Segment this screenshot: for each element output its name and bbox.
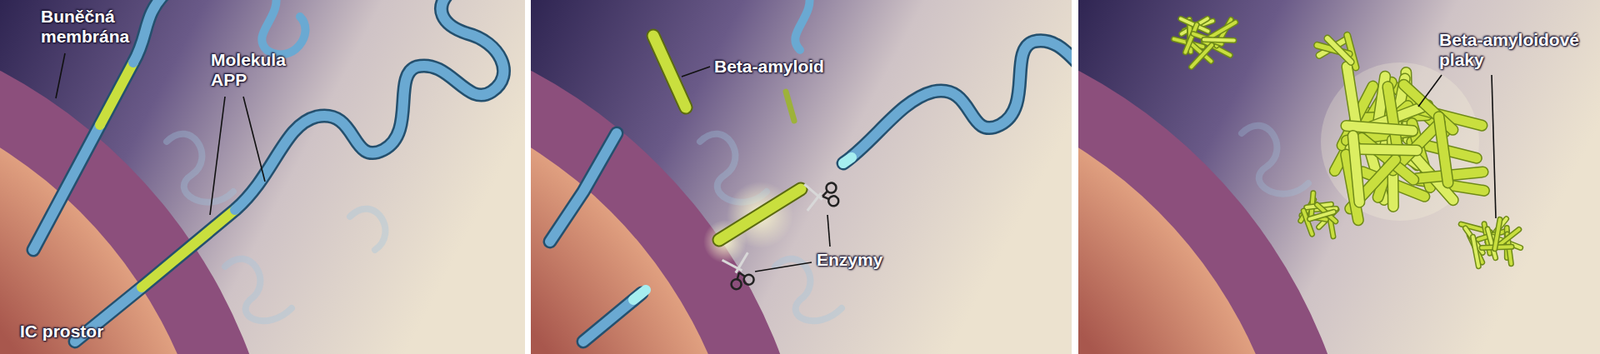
illustration-part — [1327, 38, 1351, 62]
illustration-part — [1353, 135, 1360, 203]
illustration-part — [843, 157, 852, 164]
callout-label: Enzymy — [816, 250, 883, 270]
illustration-part — [653, 35, 686, 108]
illustration-part — [550, 0, 1072, 342]
panel-plaques — [1078, 0, 1600, 354]
illustration-part — [843, 40, 1072, 164]
scissors-symbol — [722, 250, 759, 291]
illustration-part — [1320, 62, 1480, 221]
illustration-part — [1439, 116, 1449, 183]
illustration-part — [100, 62, 134, 125]
illustration-part — [795, 0, 810, 50]
illustration-part — [1327, 38, 1351, 62]
illustration-part — [719, 189, 801, 240]
illustration-part — [1303, 210, 1312, 235]
illustration-part — [210, 96, 225, 215]
callout-label: Molekula APP — [210, 50, 298, 90]
leader-line — [681, 66, 830, 272]
illustration-part — [1078, 8, 1362, 354]
scissors-symbol — [802, 179, 840, 211]
illustration-part — [141, 210, 235, 288]
callout-label: Beta-amyloidové plaky — [1439, 30, 1581, 70]
callout-label: Buněčná membrána — [40, 6, 135, 47]
callout-label: IC prostor — [20, 321, 104, 342]
illustration-part — [1310, 211, 1335, 220]
illustration-part — [243, 96, 265, 182]
panel-app — [0, 0, 525, 354]
illustration-part — [235, 0, 504, 210]
illustration-part — [1473, 236, 1480, 266]
illustration-part — [1353, 135, 1360, 203]
illustration-part — [827, 215, 830, 247]
illustration-part — [1191, 45, 1213, 67]
illustration-part — [1495, 219, 1500, 249]
illustration-part — [1473, 236, 1480, 266]
illustration-part — [1210, 22, 1236, 38]
callout-label: Beta-amyloid — [714, 56, 825, 77]
illustration-part — [1204, 36, 1235, 44]
illustration-part — [225, 259, 292, 322]
illustration-part — [1495, 219, 1500, 249]
illustration-part — [1191, 45, 1213, 67]
illustration-part — [1350, 149, 1417, 151]
illustration-part — [1345, 125, 1413, 131]
illustration-part — [55, 53, 65, 99]
illustration-part — [75, 0, 504, 342]
illustration-part — [1387, 86, 1398, 153]
illustration-part — [719, 189, 801, 240]
illustration-part — [843, 40, 1072, 164]
illustration-part — [1078, 75, 1295, 354]
panel-cleavage — [530, 0, 1072, 354]
leader-line — [1418, 75, 1496, 219]
illustration-part — [681, 66, 710, 77]
illustration-part — [785, 91, 795, 121]
illustration-part — [1241, 125, 1309, 195]
illustration-part — [821, 190, 829, 196]
illustration-part — [633, 290, 646, 300]
illustration-part — [1241, 125, 1309, 195]
illustration-part — [33, 0, 167, 250]
illustration-part — [653, 35, 686, 108]
illustration-part — [166, 134, 234, 203]
illustration-part — [33, 125, 100, 250]
illustration-part — [739, 270, 745, 278]
illustration-part — [1491, 75, 1496, 219]
illustration-part — [700, 134, 842, 322]
illustration-part — [805, 193, 825, 211]
illustration-part — [1439, 116, 1449, 183]
illustration-part — [550, 133, 617, 242]
illustration-part — [1303, 210, 1312, 235]
illustration-part — [1210, 22, 1236, 38]
illustration-part — [804, 181, 823, 203]
illustration-part — [730, 278, 743, 291]
illustration-part — [1310, 211, 1335, 220]
illustration-part — [530, 75, 748, 354]
illustration-part — [261, 0, 305, 55]
illustration-part — [1185, 24, 1197, 52]
illustration-part — [33, 0, 504, 342]
illustration-part — [755, 262, 812, 272]
illustration-part — [827, 195, 840, 207]
illustration-part — [550, 133, 617, 242]
illustration-part — [350, 209, 385, 250]
illustration-part — [1387, 86, 1398, 153]
illustration-part — [133, 0, 167, 63]
illustration-part — [1418, 75, 1442, 107]
illustration-part — [1350, 149, 1417, 151]
illustration-part — [1185, 24, 1197, 52]
illustration-part — [1345, 125, 1413, 131]
illustration-part — [1204, 38, 1235, 43]
